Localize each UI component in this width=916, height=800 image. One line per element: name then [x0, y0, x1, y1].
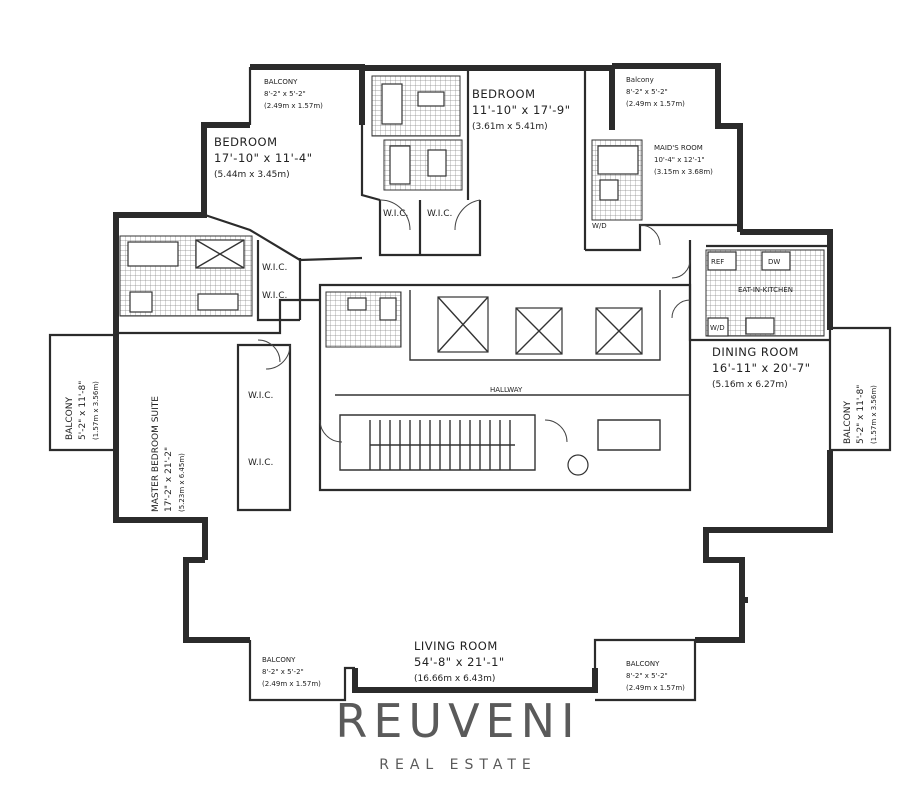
- bedroom-right-dims: 11'-10" x 17'-9": [472, 103, 571, 117]
- living-room-name: LIVING ROOM: [414, 639, 498, 653]
- interior-walls: [114, 68, 830, 512]
- balcony-bottom-left-dims: 8'-2" x 5'-2": [262, 668, 304, 676]
- balcony-bottom-right-metric: (2.49m x 1.57m): [626, 684, 685, 692]
- master-bedroom-metric: (5.23m x 6.45m): [178, 453, 186, 512]
- wic-label-4: W.I.C.: [262, 291, 287, 301]
- door-swings: [257, 199, 691, 443]
- balcony-bottom-right-dims: 8'-2" x 5'-2": [626, 672, 668, 680]
- dining-room-name: DINING ROOM: [712, 345, 799, 359]
- building-core: [318, 283, 692, 492]
- brand-tagline: REAL ESTATE: [379, 757, 537, 773]
- living-room-dims: 54'-8" x 21'-1": [414, 655, 505, 669]
- dining-room-metric: (5.16m x 6.27m): [712, 380, 788, 390]
- wic-label-5: W.I.C.: [248, 391, 273, 401]
- balcony-top-right-metric: (2.49m x 1.57m): [626, 100, 685, 108]
- balcony-left-labels: BALCONY 5'-2" x 11'-8" (1.57m x 3.56m): [65, 381, 100, 440]
- wic-label-1: W.I.C.: [383, 209, 408, 219]
- wic-label-6: W.I.C.: [248, 458, 273, 468]
- living-room-metric: (16.66m x 6.43m): [414, 674, 495, 684]
- balcony-top-left-metric: (2.49m x 1.57m): [264, 102, 323, 110]
- bedroom-left-dims: 17'-10" x 11'-4": [214, 151, 313, 165]
- master-bedroom-labels: MASTER BEDROOM SUITE 17'-2" x 21'-2" (5.…: [151, 396, 186, 512]
- dw-label: DW: [768, 258, 780, 266]
- exterior-walls: [48, 63, 892, 702]
- hallway-label: HALLWAY: [490, 386, 523, 394]
- balcony-bottom-left-name: BALCONY: [262, 656, 296, 664]
- master-bedroom-dims: 17'-2" x 21'-2": [164, 447, 174, 512]
- balcony-top-left-dims: 8'-2" x 5'-2": [264, 90, 306, 98]
- master-bedroom-name: MASTER BEDROOM SUITE: [151, 396, 161, 512]
- maids-room-dims: 10'-4" x 12'-1": [654, 156, 705, 164]
- balcony-right-dims: 5'-2" x 11'-8": [856, 385, 866, 444]
- wic-label-3: W.I.C.: [262, 263, 287, 273]
- dining-room-dims: 16'-11" x 20'-7": [712, 361, 811, 375]
- balcony-right-metric: (1.57m x 3.56m): [870, 385, 878, 444]
- balcony-top-right-name: Balcony: [626, 76, 654, 84]
- bedroom-left-name: BEDROOM: [214, 135, 278, 149]
- brand-logo-name: REUVENI: [335, 694, 581, 748]
- balcony-left-name: BALCONY: [65, 397, 75, 440]
- stair: [369, 420, 515, 470]
- wd-label: W/D: [592, 222, 607, 230]
- balcony-right-name: BALCONY: [843, 401, 853, 444]
- maids-room-metric: (3.15m x 3.68m): [654, 168, 713, 176]
- balcony-bottom-left-metric: (2.49m x 1.57m): [262, 680, 321, 688]
- bedroom-right-name: BEDROOM: [472, 87, 536, 101]
- kitchen-label: EAT-IN-KITCHEN: [738, 286, 793, 294]
- balcony-top-left-name: BALCONY: [264, 78, 298, 86]
- bathrooms: [119, 75, 825, 337]
- bedroom-right-metric: (3.61m x 5.41m): [472, 122, 548, 132]
- maids-room-name: MAID'S ROOM: [654, 144, 703, 152]
- wic-label-2: W.I.C.: [427, 209, 452, 219]
- balcony-bottom-right-name: BALCONY: [626, 660, 660, 668]
- bedroom-left-metric: (5.44m x 3.45m): [214, 170, 290, 180]
- balcony-left-dims: 5'-2" x 11'-8": [78, 381, 88, 440]
- balcony-right-labels: BALCONY 5'-2" x 11'-8" (1.57m x 3.56m): [843, 385, 878, 444]
- wd-kitchen-label: W/D: [710, 324, 725, 332]
- ref-label: REF: [711, 258, 724, 266]
- balcony-left-metric: (1.57m x 3.56m): [92, 381, 100, 440]
- balcony-top-right-dims: 8'-2" x 5'-2": [626, 88, 668, 96]
